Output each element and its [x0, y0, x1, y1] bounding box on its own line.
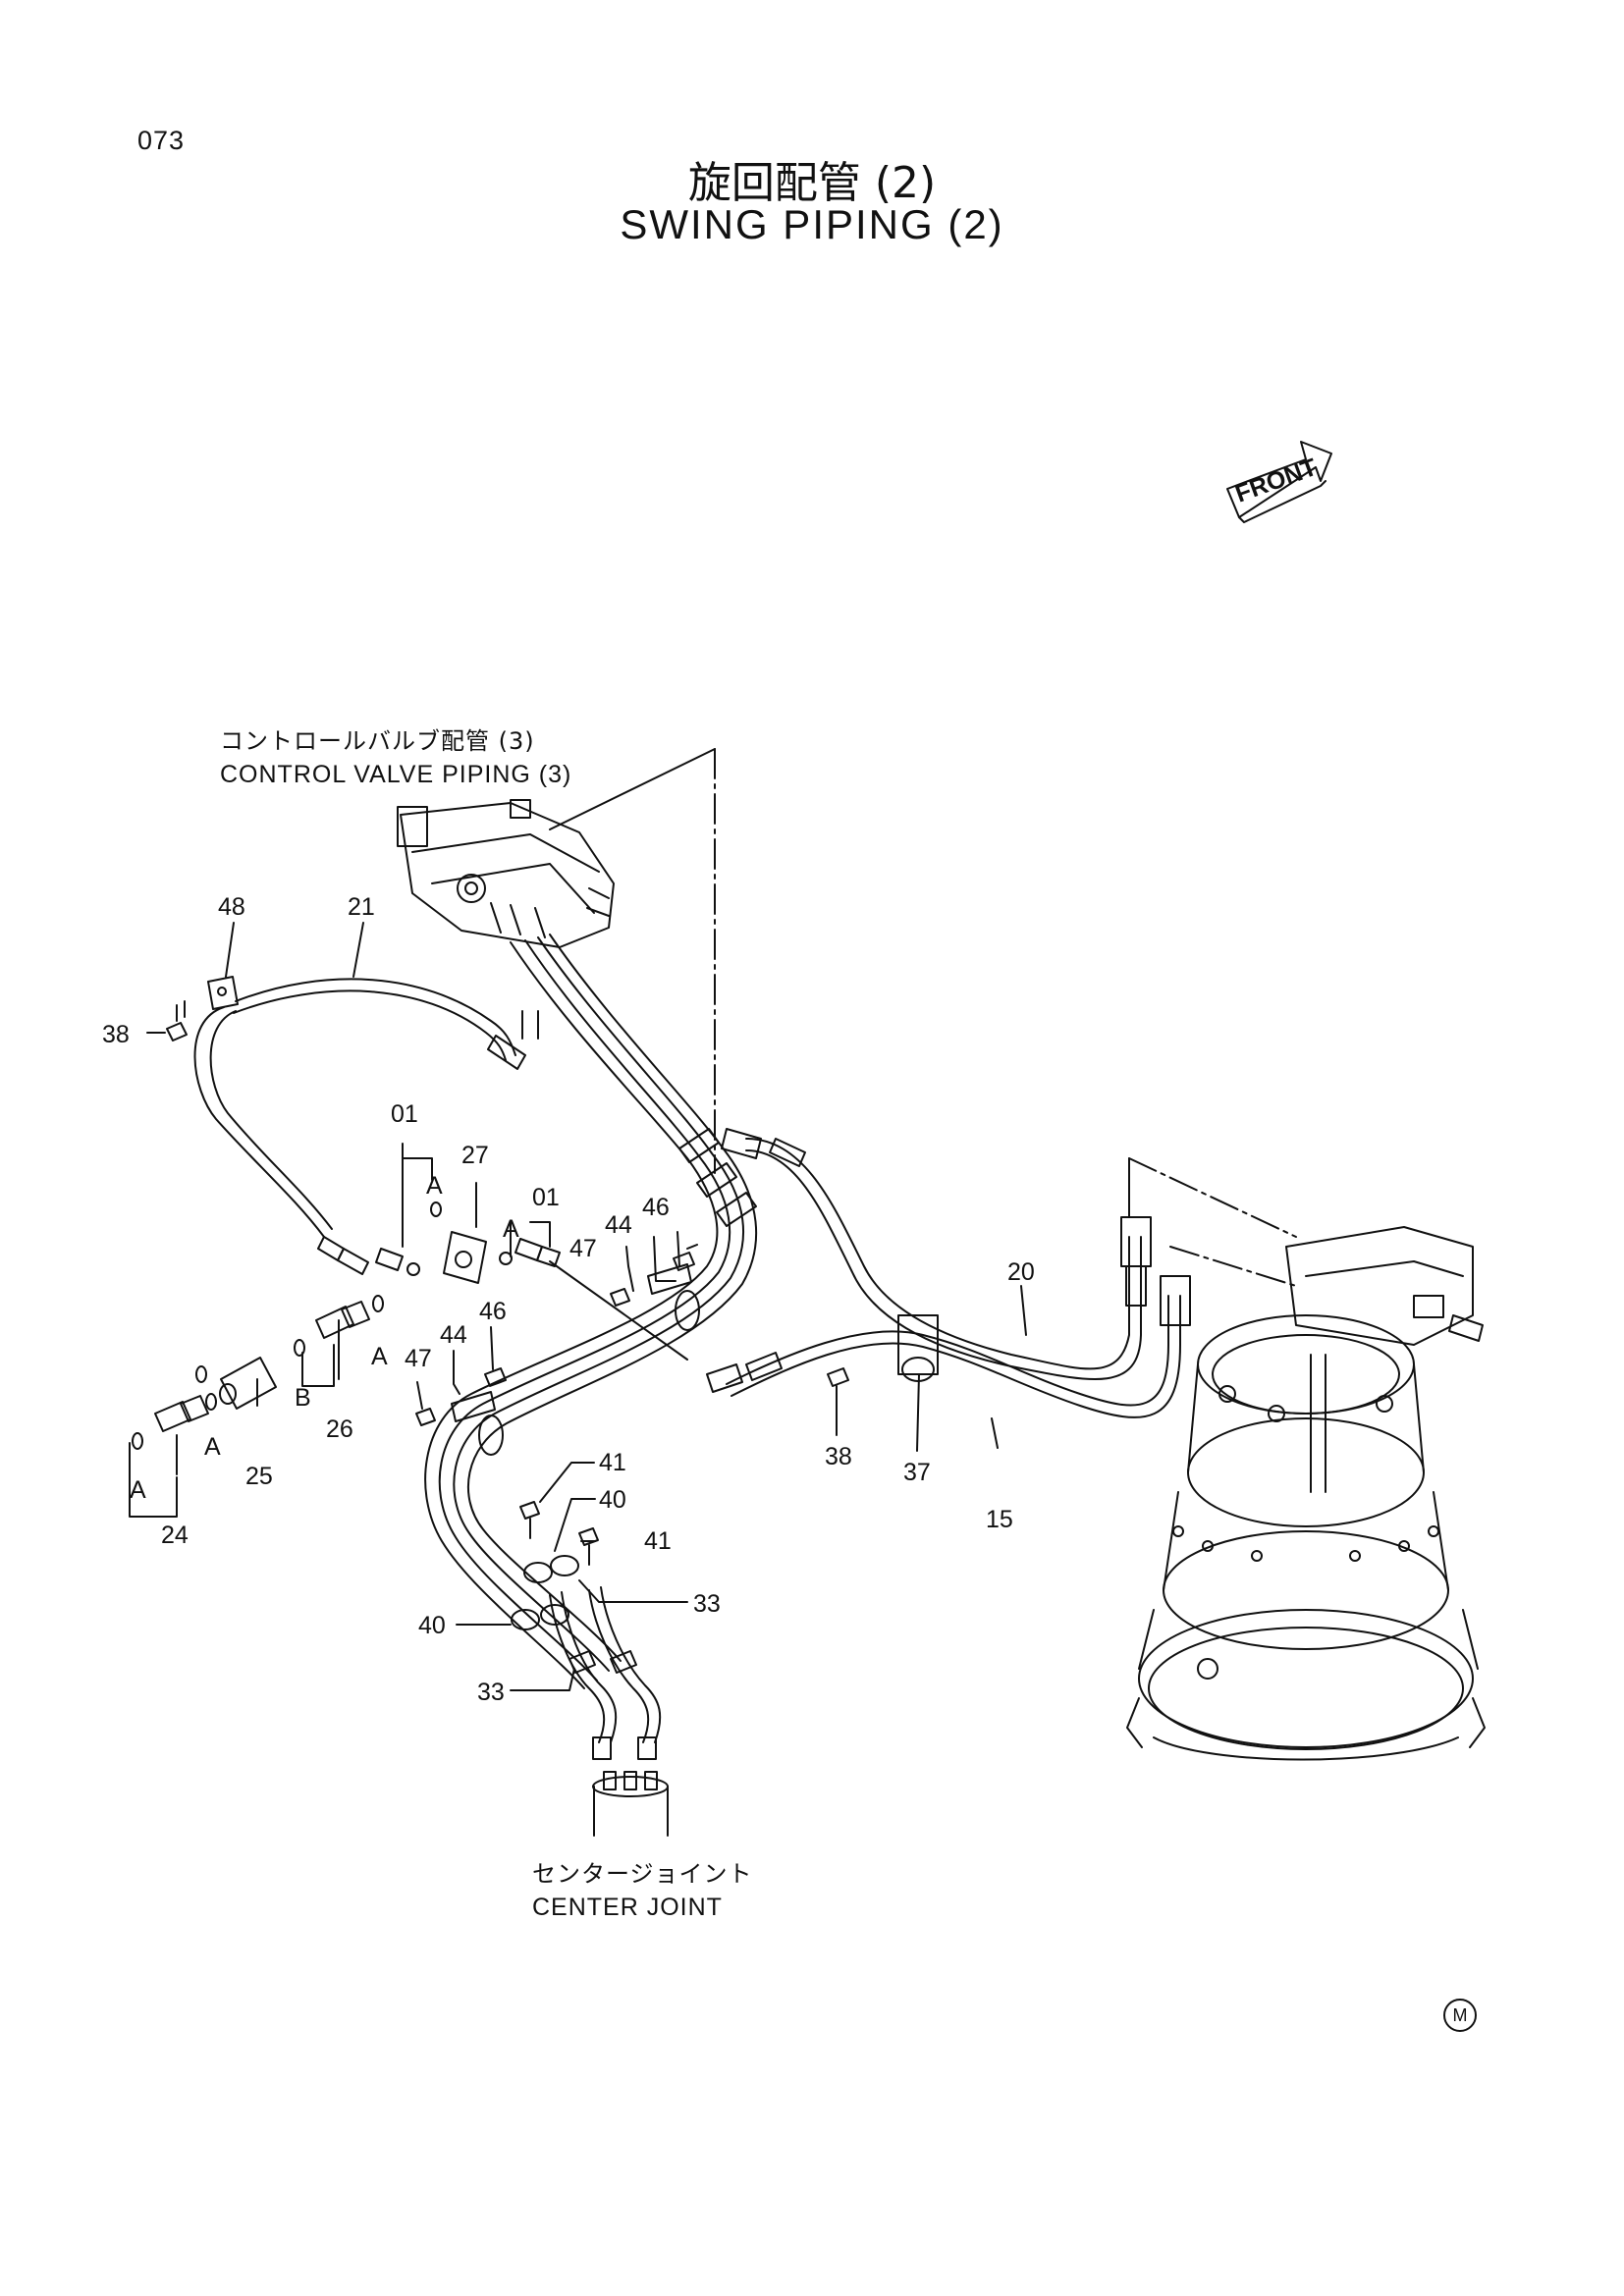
swing-motor — [1126, 1226, 1486, 1761]
callout-26: 26 — [326, 1415, 353, 1443]
bolt-46-lower — [484, 1367, 507, 1387]
fitting-01-right — [514, 1238, 561, 1267]
callout-21: 21 — [348, 893, 375, 921]
control-valve-block — [397, 799, 615, 948]
callout-33-left: 33 — [477, 1679, 505, 1706]
page-number: 073 — [137, 126, 186, 155]
letter-b-1: B — [295, 1384, 311, 1412]
nut-47-lower — [415, 1408, 436, 1426]
callout-25: 25 — [245, 1463, 273, 1490]
front-arrow-icon: FRONT — [1226, 441, 1332, 523]
callout-33-right: 33 — [693, 1590, 721, 1618]
o-ring-a — [499, 1252, 513, 1265]
pipe-bundle — [424, 934, 758, 1689]
hose-21 — [193, 978, 539, 1275]
callout-01-left: 01 — [391, 1100, 418, 1128]
bolt-41-upper — [519, 1501, 540, 1539]
letter-a-1: A — [426, 1172, 443, 1200]
page-title-japanese: 旋回配管 (2) — [687, 158, 937, 208]
center-joint-reference: センタージョイント CENTER JOINT — [532, 1857, 753, 1924]
hose-15 — [706, 1275, 1191, 1418]
clamp-40-upper — [523, 1555, 579, 1583]
letter-a-4: A — [204, 1433, 221, 1461]
bolt-41-lower — [578, 1527, 599, 1566]
clamp-44-lower — [451, 1391, 504, 1456]
callout-44-upper: 44 — [605, 1211, 632, 1239]
hose-33 — [549, 1586, 662, 1760]
callout-48: 48 — [218, 893, 245, 921]
bolt-46-upper — [673, 1244, 698, 1271]
letter-a-2: A — [503, 1215, 519, 1243]
callout-38-upper: 38 — [102, 1021, 130, 1048]
control-valve-reference: コントロールバルブ配管 (3) CONTROL VALVE PIPING (3) — [220, 724, 571, 791]
callout-24: 24 — [161, 1522, 189, 1549]
hex-adapter-25 — [219, 1339, 305, 1410]
callout-leaders — [129, 922, 1027, 1691]
fitting-01-left — [375, 1248, 420, 1276]
center-joint-reference-jp: センタージョイント — [532, 1860, 753, 1888]
callout-47-lower: 47 — [405, 1345, 432, 1372]
nut-47-upper — [610, 1288, 630, 1307]
fitting-27 — [443, 1231, 487, 1284]
callout-40-lower: 40 — [418, 1612, 446, 1639]
callout-37: 37 — [903, 1459, 931, 1486]
callout-15: 15 — [986, 1506, 1013, 1533]
hose-20 — [721, 1128, 1152, 1381]
fitting-line — [549, 1260, 688, 1361]
clamp-40-lower — [511, 1604, 569, 1630]
bolt-38-upper — [166, 1000, 188, 1041]
center-joint-reference-en: CENTER JOINT — [532, 1894, 723, 1921]
callout-41-upper: 41 — [599, 1449, 626, 1476]
page-title: SWING PIPING (2) — [620, 201, 1004, 247]
callout-27: 27 — [461, 1142, 489, 1169]
callout-47-upper: 47 — [569, 1235, 597, 1262]
o-ring-b — [430, 1201, 442, 1217]
front-label: FRONT — [1231, 454, 1320, 508]
callout-20: 20 — [1007, 1258, 1035, 1286]
clamp-48 — [207, 976, 239, 1010]
motor-leader-3 — [1169, 1246, 1297, 1287]
callout-38-lower: 38 — [825, 1443, 852, 1470]
letter-a-3: A — [371, 1343, 388, 1370]
motor-leader-2 — [1128, 1157, 1297, 1238]
callout-46-upper: 46 — [642, 1194, 670, 1221]
callout-01-right: 01 — [532, 1184, 560, 1211]
fitting-26 — [315, 1295, 384, 1339]
callout-41-lower: 41 — [644, 1527, 672, 1555]
center-joint — [592, 1771, 669, 1837]
callout-40-upper: 40 — [599, 1486, 626, 1514]
clamp-44-upper — [647, 1263, 700, 1331]
fitting-24 — [132, 1393, 217, 1450]
reference-leader-diag — [549, 748, 716, 830]
corner-mark-icon: M — [1443, 1999, 1477, 2032]
bolt-38-lower — [827, 1367, 849, 1403]
callout-46-lower: 46 — [479, 1298, 507, 1325]
o-ring-c — [195, 1365, 207, 1383]
control-valve-reference-jp: コントロールバルブ配管 (3) — [220, 727, 535, 755]
control-valve-reference-en: CONTROL VALVE PIPING (3) — [220, 761, 572, 788]
letter-a-5: A — [130, 1476, 146, 1504]
callout-44-lower: 44 — [440, 1321, 467, 1349]
